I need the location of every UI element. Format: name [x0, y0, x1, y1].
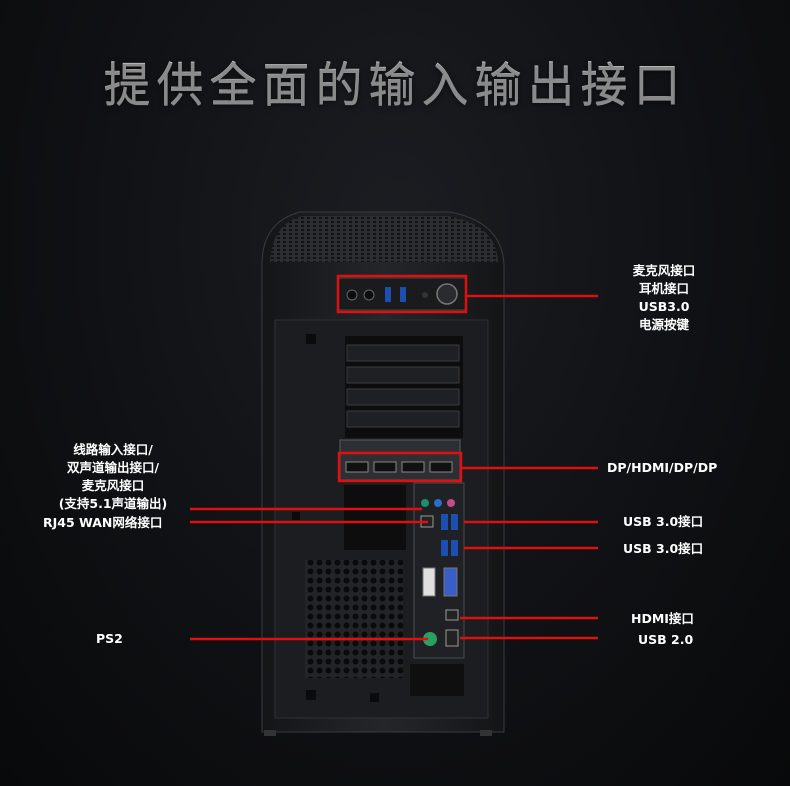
usb20-label: USB 2.0 — [638, 632, 694, 647]
front-headphone-label: 耳机接口 — [638, 281, 689, 296]
hdmi-label: HDMI接口 — [631, 611, 694, 626]
power-button-label: 电源按键 — [638, 317, 689, 332]
callout-lines — [190, 294, 598, 641]
gpu-bracket — [339, 439, 461, 481]
front-mic-label: 麦克风接口 — [632, 263, 696, 278]
usb30-label-2: USB 3.0接口 — [623, 541, 704, 556]
ps2-label: PS2 — [96, 631, 123, 646]
page-title: 提供全面的输入输出接口 — [0, 46, 790, 115]
audio-stereo-out-label: 双声道输出接口/ — [66, 460, 160, 475]
audio-51-label: (支持5.1声道输出) — [58, 496, 168, 511]
usb30-label-1: USB 3.0接口 — [623, 514, 704, 529]
gpu-ports-label: DP/HDMI/DP/DP — [607, 460, 718, 475]
case-top-mesh — [270, 216, 498, 262]
psu-vent — [305, 560, 403, 678]
audio-mic-label: 麦克风接口 — [81, 478, 145, 493]
front-usb-label: USB3.0 — [638, 299, 690, 314]
audio-line-in-label: 线路输入接口/ — [73, 442, 153, 457]
rj45-label: RJ45 WAN网络接口 — [43, 515, 163, 530]
audio-ports-label: 线路输入接口/ 双声道输出接口/ 麦克风接口 (支持5.1声道输出) — [48, 441, 178, 513]
front-panel-label: 麦克风接口 耳机接口 USB3.0 电源按键 — [604, 262, 724, 334]
